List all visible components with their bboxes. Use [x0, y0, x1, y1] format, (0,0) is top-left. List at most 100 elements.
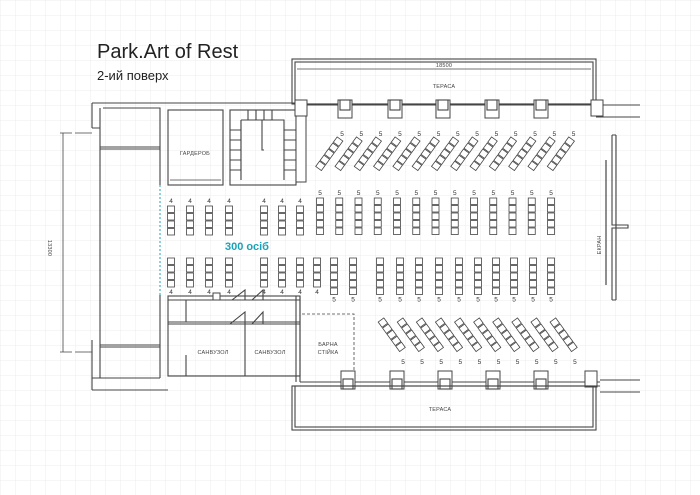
- chair: [396, 317, 408, 328]
- chair: [501, 329, 512, 341]
- chair: [489, 220, 498, 228]
- chair: [376, 280, 384, 288]
- chair: [296, 220, 304, 228]
- chair: [512, 154, 524, 166]
- seat-count: 5: [417, 297, 421, 304]
- chair: [529, 257, 537, 265]
- seat-count: 5: [420, 359, 424, 366]
- chair: [278, 280, 286, 288]
- seat-count: 5: [332, 297, 336, 304]
- chair: [316, 227, 324, 235]
- seat-count: 4: [280, 289, 284, 296]
- angled-seat-row: [549, 317, 578, 353]
- seat-count: 4: [207, 198, 211, 205]
- chair: [496, 323, 508, 334]
- chair: [401, 323, 412, 334]
- chair: [362, 148, 374, 160]
- chair: [473, 317, 484, 328]
- chair: [471, 341, 483, 353]
- chair: [396, 257, 404, 265]
- chair: [412, 220, 421, 228]
- chair: [396, 265, 404, 273]
- chair: [386, 329, 398, 341]
- angled-seat-row: [411, 136, 440, 172]
- chair: [278, 205, 286, 213]
- seat-count: 5: [457, 297, 461, 304]
- chair: [502, 142, 513, 153]
- chair: [316, 197, 324, 205]
- seat-count: 4: [298, 198, 302, 205]
- chair: [525, 136, 537, 147]
- seat-count: 5: [437, 131, 441, 138]
- chair: [431, 212, 440, 220]
- chair: [549, 317, 561, 328]
- chair: [540, 142, 552, 153]
- chair: [527, 220, 536, 228]
- chair: [330, 280, 338, 288]
- chair: [335, 220, 344, 228]
- chair: [225, 220, 233, 228]
- chair: [448, 335, 459, 347]
- seat-count: 4: [227, 198, 231, 205]
- chair: [412, 205, 421, 213]
- chair: [366, 142, 378, 153]
- chair: [455, 272, 463, 280]
- chair: [205, 272, 213, 280]
- chair: [373, 160, 384, 172]
- bar-label-1: БАРНА: [318, 342, 338, 348]
- chair: [431, 227, 440, 235]
- chair: [530, 317, 542, 328]
- chair: [546, 160, 558, 172]
- seat-count: 5: [472, 190, 476, 197]
- angled-seat-row: [315, 136, 344, 172]
- chair: [278, 228, 286, 236]
- chair: [415, 265, 423, 273]
- chair: [435, 265, 443, 273]
- chair: [520, 329, 531, 341]
- angled-seat-row: [473, 317, 502, 353]
- chair: [439, 323, 450, 334]
- chair: [492, 257, 500, 265]
- chair: [334, 160, 346, 172]
- chair: [509, 341, 521, 353]
- chair: [225, 228, 233, 236]
- chair: [470, 220, 478, 228]
- chair: [529, 280, 537, 288]
- chair: [225, 257, 233, 265]
- seat-row: 4: [278, 198, 286, 236]
- chair: [424, 142, 436, 153]
- chair: [205, 220, 213, 228]
- plan-title: Park.Art of Rest: [97, 41, 239, 63]
- seat-count: 4: [188, 198, 192, 205]
- chair: [486, 335, 497, 347]
- chair: [412, 197, 421, 205]
- chair: [508, 197, 517, 205]
- chair: [371, 136, 382, 147]
- seat-count: 5: [376, 190, 380, 197]
- chair: [319, 154, 331, 166]
- seat-row: 5: [316, 190, 324, 235]
- chair: [505, 335, 517, 347]
- chair: [278, 213, 286, 221]
- chair: [462, 329, 474, 341]
- chair: [455, 265, 463, 273]
- seat-row: 4: [296, 257, 304, 296]
- seat-count: 5: [437, 297, 441, 304]
- chair: [316, 205, 324, 213]
- chair: [444, 142, 455, 153]
- chair: [393, 197, 401, 205]
- chair: [548, 341, 559, 353]
- chair: [330, 287, 338, 295]
- chair: [393, 205, 401, 213]
- chair: [488, 160, 500, 172]
- angled-seat-row: [392, 136, 421, 172]
- chair: [553, 323, 565, 334]
- chair: [474, 280, 482, 288]
- terrace-bottom-label: ТЕРАСА: [429, 407, 452, 413]
- chair: [450, 197, 459, 205]
- seat-count: 5: [417, 131, 421, 138]
- chair: [296, 265, 304, 273]
- seat-row: 5: [492, 257, 500, 304]
- chair: [316, 212, 324, 220]
- terrace-bottom: ТЕРАСА: [291, 385, 597, 431]
